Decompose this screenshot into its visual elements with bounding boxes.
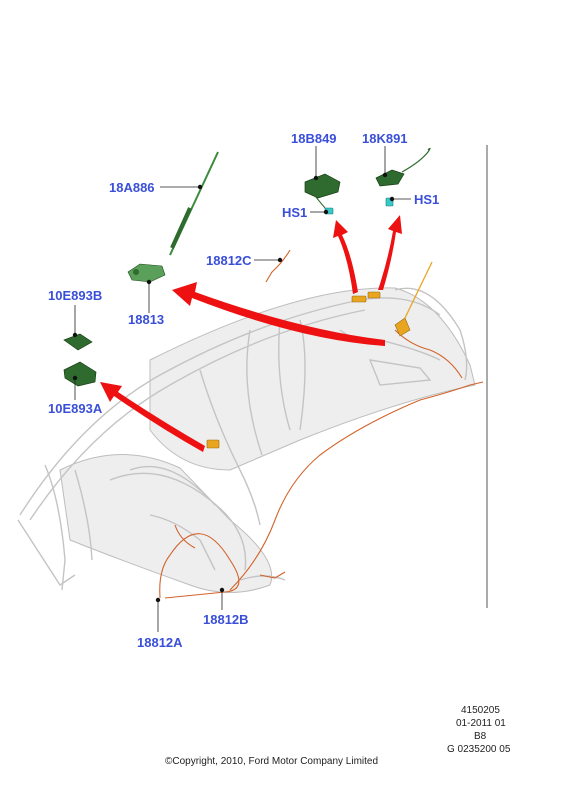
label-module-10e893a[interactable]: 10E893A (48, 401, 103, 416)
label-antenna-base[interactable]: 18813 (128, 312, 164, 327)
leader-lines (72, 146, 411, 632)
variant-code: B8 (474, 731, 487, 742)
ref-number: 4150205 (461, 705, 500, 716)
antenna-base-part[interactable] (127, 263, 166, 283)
assembly-arrows (100, 215, 402, 452)
roof-connectors (206, 261, 433, 449)
cable-18812c-part[interactable] (265, 249, 291, 283)
label-hs1-right[interactable]: HS1 (414, 192, 439, 207)
module-18b849-part[interactable] (304, 173, 341, 213)
label-cable-18812a[interactable]: 18812A (137, 635, 183, 650)
vehicle-body (17, 287, 476, 593)
date-code: 01-2011 01 (456, 718, 506, 729)
drawing-number: G 0235200 05 (447, 744, 511, 755)
module-18k891-part[interactable] (375, 147, 431, 187)
wiring-harness (159, 329, 484, 599)
label-cable-18812c[interactable]: 18812C (206, 253, 252, 268)
label-hs1-left[interactable]: HS1 (282, 205, 307, 220)
module-10e893a-part[interactable] (63, 361, 97, 387)
copyright-text: ©Copyright, 2010, Ford Motor Company Lim… (165, 756, 378, 767)
label-module-10e893b[interactable]: 10E893B (48, 288, 102, 303)
label-cable-18812b[interactable]: 18812B (203, 612, 249, 627)
label-module-18b849[interactable]: 18B849 (291, 131, 337, 146)
label-module-18k891[interactable]: 18K891 (362, 131, 408, 146)
label-antenna-mast[interactable]: 18A886 (109, 180, 155, 195)
antenna-mast-part[interactable] (169, 151, 219, 256)
module-10e893b-part[interactable] (63, 333, 93, 351)
